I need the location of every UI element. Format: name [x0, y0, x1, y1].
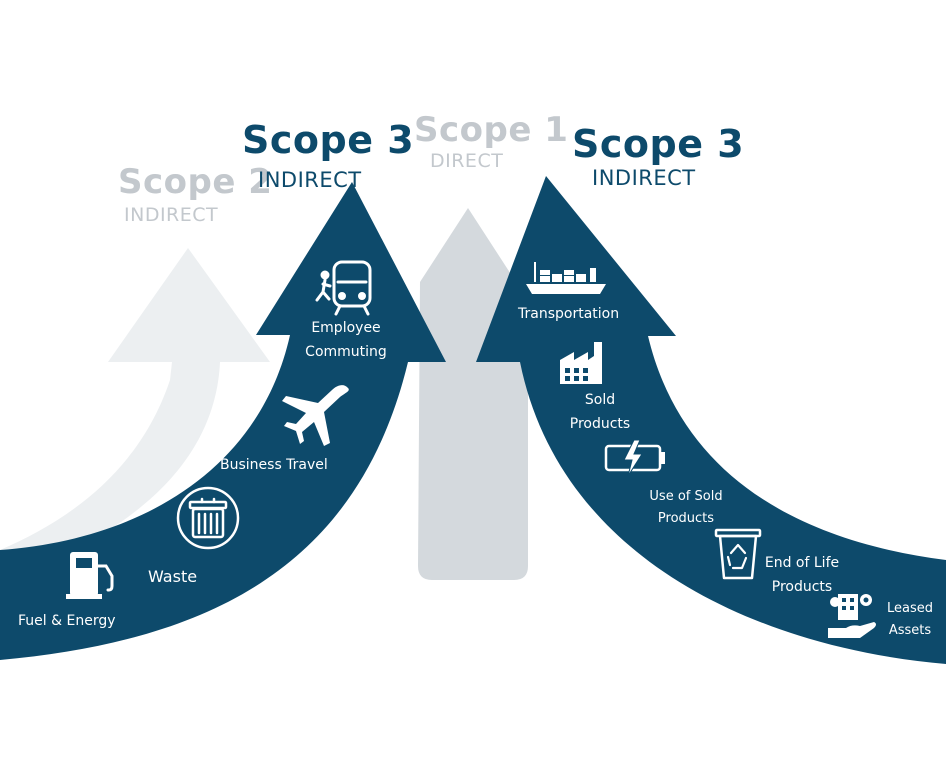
use-of-sold-products-line1: Use of Sold: [649, 489, 723, 504]
scope3-upstream-subtitle: INDIRECT: [258, 168, 362, 192]
fuel-pump-icon: [66, 552, 114, 599]
employee-commuting-line1: Employee: [311, 320, 381, 336]
battery-icon: [604, 439, 665, 477]
scope1-arrow: [418, 208, 528, 580]
scope3-upstream-title: Scope 3: [242, 118, 415, 162]
scope3-downstream-title: Scope 3: [572, 122, 745, 166]
scope1-subtitle: DIRECT: [430, 150, 504, 172]
transportation-label: Transportation: [518, 306, 620, 322]
end-of-life-products-label: End of Life Products: [760, 551, 844, 599]
end-of-life-products-line2: Products: [771, 579, 833, 595]
employee-commuting-line2: Commuting: [305, 344, 387, 360]
scope1-title: Scope 1: [414, 110, 569, 150]
use-of-sold-products-label: Use of Sold Products: [640, 486, 732, 530]
scope3-downstream-subtitle: INDIRECT: [592, 166, 696, 190]
cargo-ship-icon: [526, 262, 606, 294]
train-commuter-icon: [315, 260, 372, 316]
employee-commuting-label: Employee Commuting: [296, 316, 396, 364]
use-of-sold-products-line2: Products: [657, 511, 715, 526]
scope2-title: Scope 2: [118, 162, 273, 202]
waste-label: Waste: [148, 567, 198, 586]
business-travel-label: Business Travel: [220, 457, 328, 473]
leased-assets-line2: Assets: [888, 623, 932, 638]
scope3-upstream-arrow: [0, 182, 446, 660]
factory-icon: [560, 342, 602, 384]
airplane-icon: [282, 385, 349, 446]
fuel-energy-label: Fuel & Energy: [18, 613, 116, 629]
sold-products-line1: Sold: [584, 392, 616, 408]
leased-building-icon: [828, 594, 876, 638]
leased-assets-line1: Leased: [886, 601, 933, 616]
scope2-arrow: [0, 248, 270, 580]
leased-assets-label: Leased Assets: [880, 598, 940, 642]
sold-products-label: Sold Products: [560, 388, 640, 436]
end-of-life-products-line1: End of Life: [764, 555, 840, 571]
trash-bin-icon: [176, 486, 240, 550]
sold-products-line2: Products: [569, 416, 631, 432]
recycle-bin-icon: [714, 528, 762, 580]
scope2-subtitle: INDIRECT: [124, 204, 219, 226]
scope3-downstream-arrow: [476, 176, 946, 664]
